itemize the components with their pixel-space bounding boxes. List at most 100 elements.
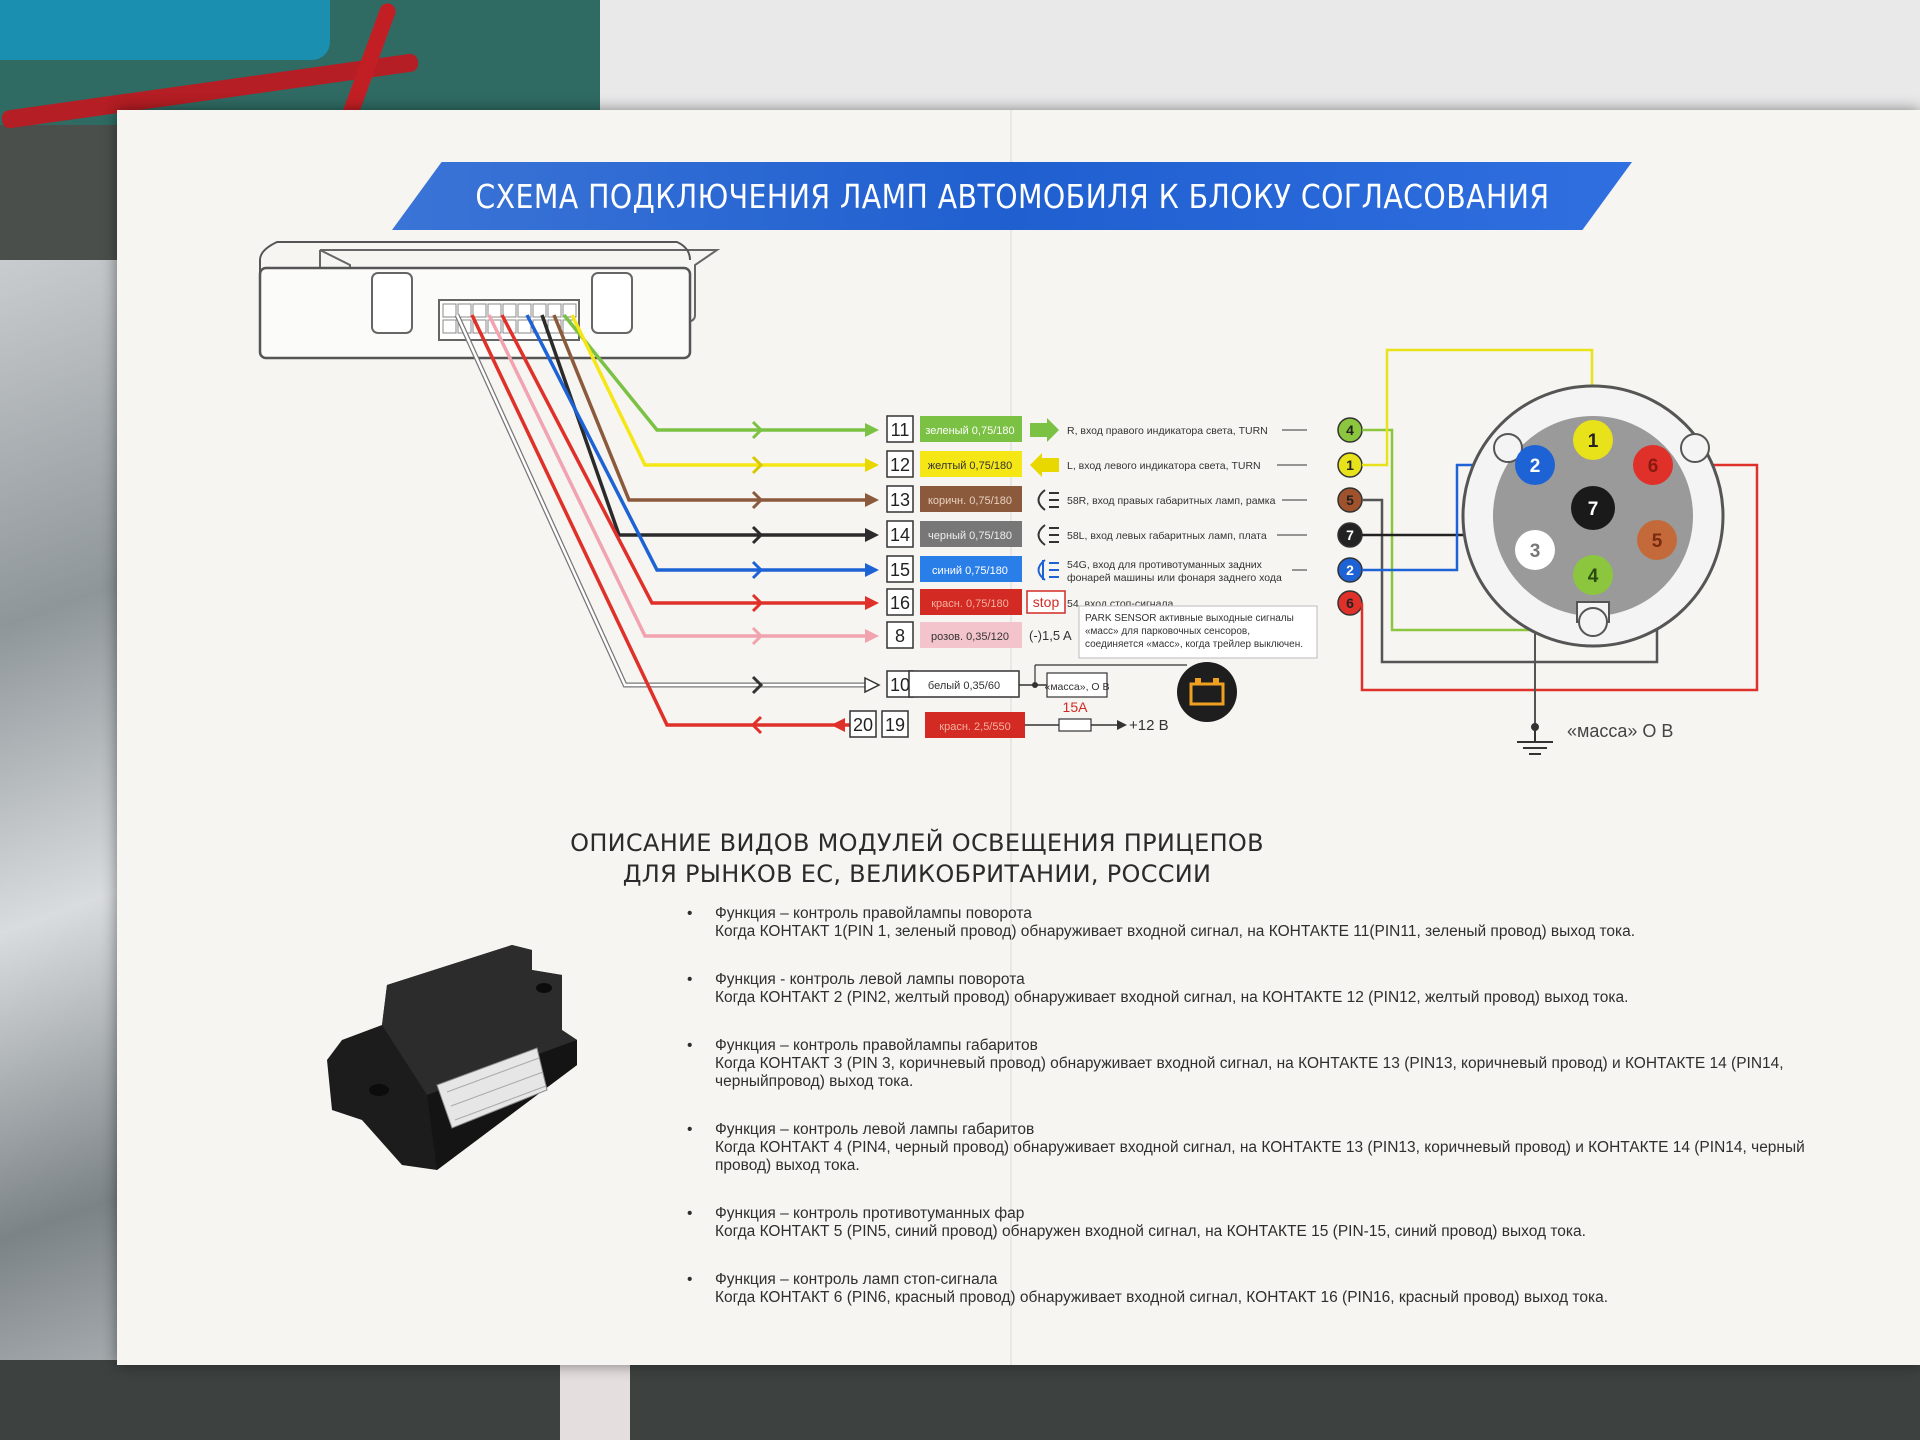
- fog-lamp-icon: [1037, 559, 1059, 581]
- battery-icon: [1177, 662, 1237, 722]
- label-red: красн. 0,75/180: [931, 598, 1009, 610]
- pin-19: 19: [885, 715, 905, 735]
- banner-title: СХЕМА ПОДКЛЮЧЕНИЯ ЛАМП АВТОМОБИЛЯ К БЛОК…: [474, 176, 1550, 216]
- arrow-green-icon: [1030, 418, 1059, 442]
- pin-8: 8: [895, 626, 905, 646]
- stop-icon: [1026, 590, 1066, 614]
- wire-brown: [552, 314, 867, 502]
- voltage-label: +12 В: [1129, 717, 1169, 734]
- control-unit: [258, 241, 721, 360]
- function-item: Функция – контроль ламп стоп-сигналаКогд…: [687, 1271, 1837, 1307]
- svg-text:7: 7: [1588, 499, 1599, 520]
- desc-green: R, вход правого индикатора света, TURN: [1067, 425, 1268, 437]
- function-list: Функция – контроль правойлампы поворотаК…: [687, 905, 1837, 1337]
- pin-12: 12: [890, 455, 910, 475]
- wire-yellow: [570, 314, 867, 467]
- label-yellow: желтый 0,75/180: [928, 460, 1013, 472]
- pin-15: 15: [890, 560, 910, 580]
- label-blue: синий 0,75/180: [932, 565, 1008, 577]
- pin-13: 13: [890, 490, 910, 510]
- svg-text:6: 6: [1346, 595, 1354, 611]
- label-brown: коричн. 0,75/180: [928, 495, 1012, 507]
- wire-black: [540, 314, 867, 537]
- plastic-bag: [0, 260, 125, 1440]
- label-black: черный 0,75/180: [928, 530, 1012, 542]
- socket-leads: 4 1 5 7 2 6: [1337, 417, 1363, 616]
- svg-text:PARK SENSOR активные выходные: PARK SENSOR активные выходные сигналы«ма…: [1085, 613, 1303, 650]
- function-item: Функция – контроль правойлампы габаритов…: [687, 1037, 1837, 1091]
- multimeter-body: [0, 0, 330, 60]
- desc-pink: (-)1,5 A: [1029, 628, 1072, 643]
- ground-icon: [1517, 723, 1553, 755]
- pin-14: 14: [890, 525, 910, 545]
- wire-power: [470, 314, 862, 727]
- section-title-line-2: ДЛЯ РЫНКОВ ЕС, ВЕЛИКОБРИТАНИИ, РОССИИ: [622, 860, 1212, 888]
- label-green: зеленый 0,75/180: [925, 425, 1014, 437]
- svg-text:7: 7: [1346, 527, 1354, 543]
- function-item: Функция - контроль левой лампы поворотаК…: [687, 971, 1837, 1007]
- socket-pin-2: [1515, 445, 1555, 485]
- bottom-clutter: [0, 1360, 1920, 1440]
- lamp-icons: stop: [1026, 418, 1066, 614]
- svg-text:2: 2: [1530, 456, 1541, 477]
- wire-arrowheads: [831, 423, 881, 732]
- pin-16: 16: [890, 593, 910, 613]
- svg-text:4: 4: [1588, 566, 1599, 587]
- label-white: белый 0,35/60: [928, 680, 1000, 692]
- fuse-label: 15A: [1063, 699, 1089, 715]
- park-sensor-note: PARK SENSOR активные выходные сигналы«ма…: [1078, 605, 1318, 659]
- socket-pin-3: [1515, 530, 1555, 570]
- function-item: Функция – контроль правойлампы поворотаК…: [687, 905, 1837, 941]
- section-title-line-1: ОПИСАНИЕ ВИДОВ МОДУЛЕЙ ОСВЕЩЕНИЯ ПРИЦЕПО…: [570, 829, 1264, 857]
- desc-yellow: L, вход левого индикатора света, TURN: [1067, 460, 1261, 472]
- wire-descriptions: R, вход правого индикатора света, TURN L…: [1029, 425, 1282, 643]
- socket-pin-7: [1571, 486, 1615, 530]
- wiring-diagram: 11 12 13 14 15 16 8 10 20 19 зеленый 0,7…: [258, 241, 1759, 755]
- svg-text:4: 4: [1346, 422, 1354, 438]
- function-item: Функция – контроль левой лампы габаритов…: [687, 1121, 1837, 1175]
- position-lamp-icon: [1037, 489, 1059, 511]
- control-module-photo: [327, 945, 577, 1170]
- svg-text:6: 6: [1648, 456, 1659, 477]
- mass-label: «масса», О В: [1045, 681, 1110, 693]
- wire-blue: [525, 314, 867, 572]
- svg-text:1: 1: [1346, 457, 1354, 473]
- wire-red: [500, 314, 867, 605]
- power-line: 15A +12 В: [1025, 699, 1169, 734]
- wire-pink: [487, 314, 867, 638]
- svg-text:5: 5: [1652, 531, 1663, 552]
- function-item: Функция – контроль противотуманных фарКо…: [687, 1205, 1837, 1241]
- wire-green: [562, 313, 867, 432]
- label-pink: розов. 0,35/120: [931, 631, 1009, 643]
- wire-chevrons: [750, 420, 764, 735]
- mass-box: «масса», О В: [1019, 664, 1187, 698]
- wire-bundle: [454, 313, 867, 727]
- trailer-socket: 1 2 6 7 3 5 4: [1461, 384, 1725, 648]
- multimeter-tool: [0, 0, 600, 130]
- wire-labels: зеленый 0,75/180 желтый 0,75/180 коричн.…: [908, 416, 1025, 738]
- wire-white-core: [455, 314, 867, 687]
- instruction-sheet: СХЕМА ПОДКЛЮЧЕНИЯ ЛАМП АВТОМОБИЛЯ К БЛОК…: [117, 110, 1920, 1365]
- socket-pin-6: [1633, 445, 1673, 485]
- lead-lines: [1277, 429, 1307, 571]
- section-title: ОПИСАНИЕ ВИДОВ МОДУЛЕЙ ОСВЕЩЕНИЯ ПРИЦЕПО…: [417, 828, 1417, 890]
- position-lamp-icon: [1037, 524, 1059, 546]
- arrow-yellow-icon: [1030, 453, 1059, 477]
- title-banner: СХЕМА ПОДКЛЮЧЕНИЯ ЛАМП АВТОМОБИЛЯ К БЛОК…: [392, 162, 1632, 230]
- pin-10: 10: [890, 675, 910, 695]
- label-power: красн. 2,5/550: [939, 721, 1010, 733]
- pin-20: 20: [853, 715, 873, 735]
- box-corner: [560, 1360, 630, 1440]
- svg-text:3: 3: [1530, 541, 1541, 562]
- desc-black: 58L, вход левых габаритных ламп, плата: [1067, 530, 1267, 542]
- socket-pin-5: [1637, 520, 1677, 560]
- stop-label: stop: [1033, 594, 1060, 610]
- pin-11: 11: [891, 420, 910, 440]
- svg-text:5: 5: [1346, 492, 1354, 508]
- desc-brown: 58R, вход правых габаритных ламп, рамка: [1067, 495, 1276, 507]
- svg-text:2: 2: [1346, 562, 1354, 578]
- socket-pin-4: [1573, 555, 1613, 595]
- ground-label: «масса» О В: [1567, 721, 1673, 741]
- svg-text:1: 1: [1588, 431, 1599, 452]
